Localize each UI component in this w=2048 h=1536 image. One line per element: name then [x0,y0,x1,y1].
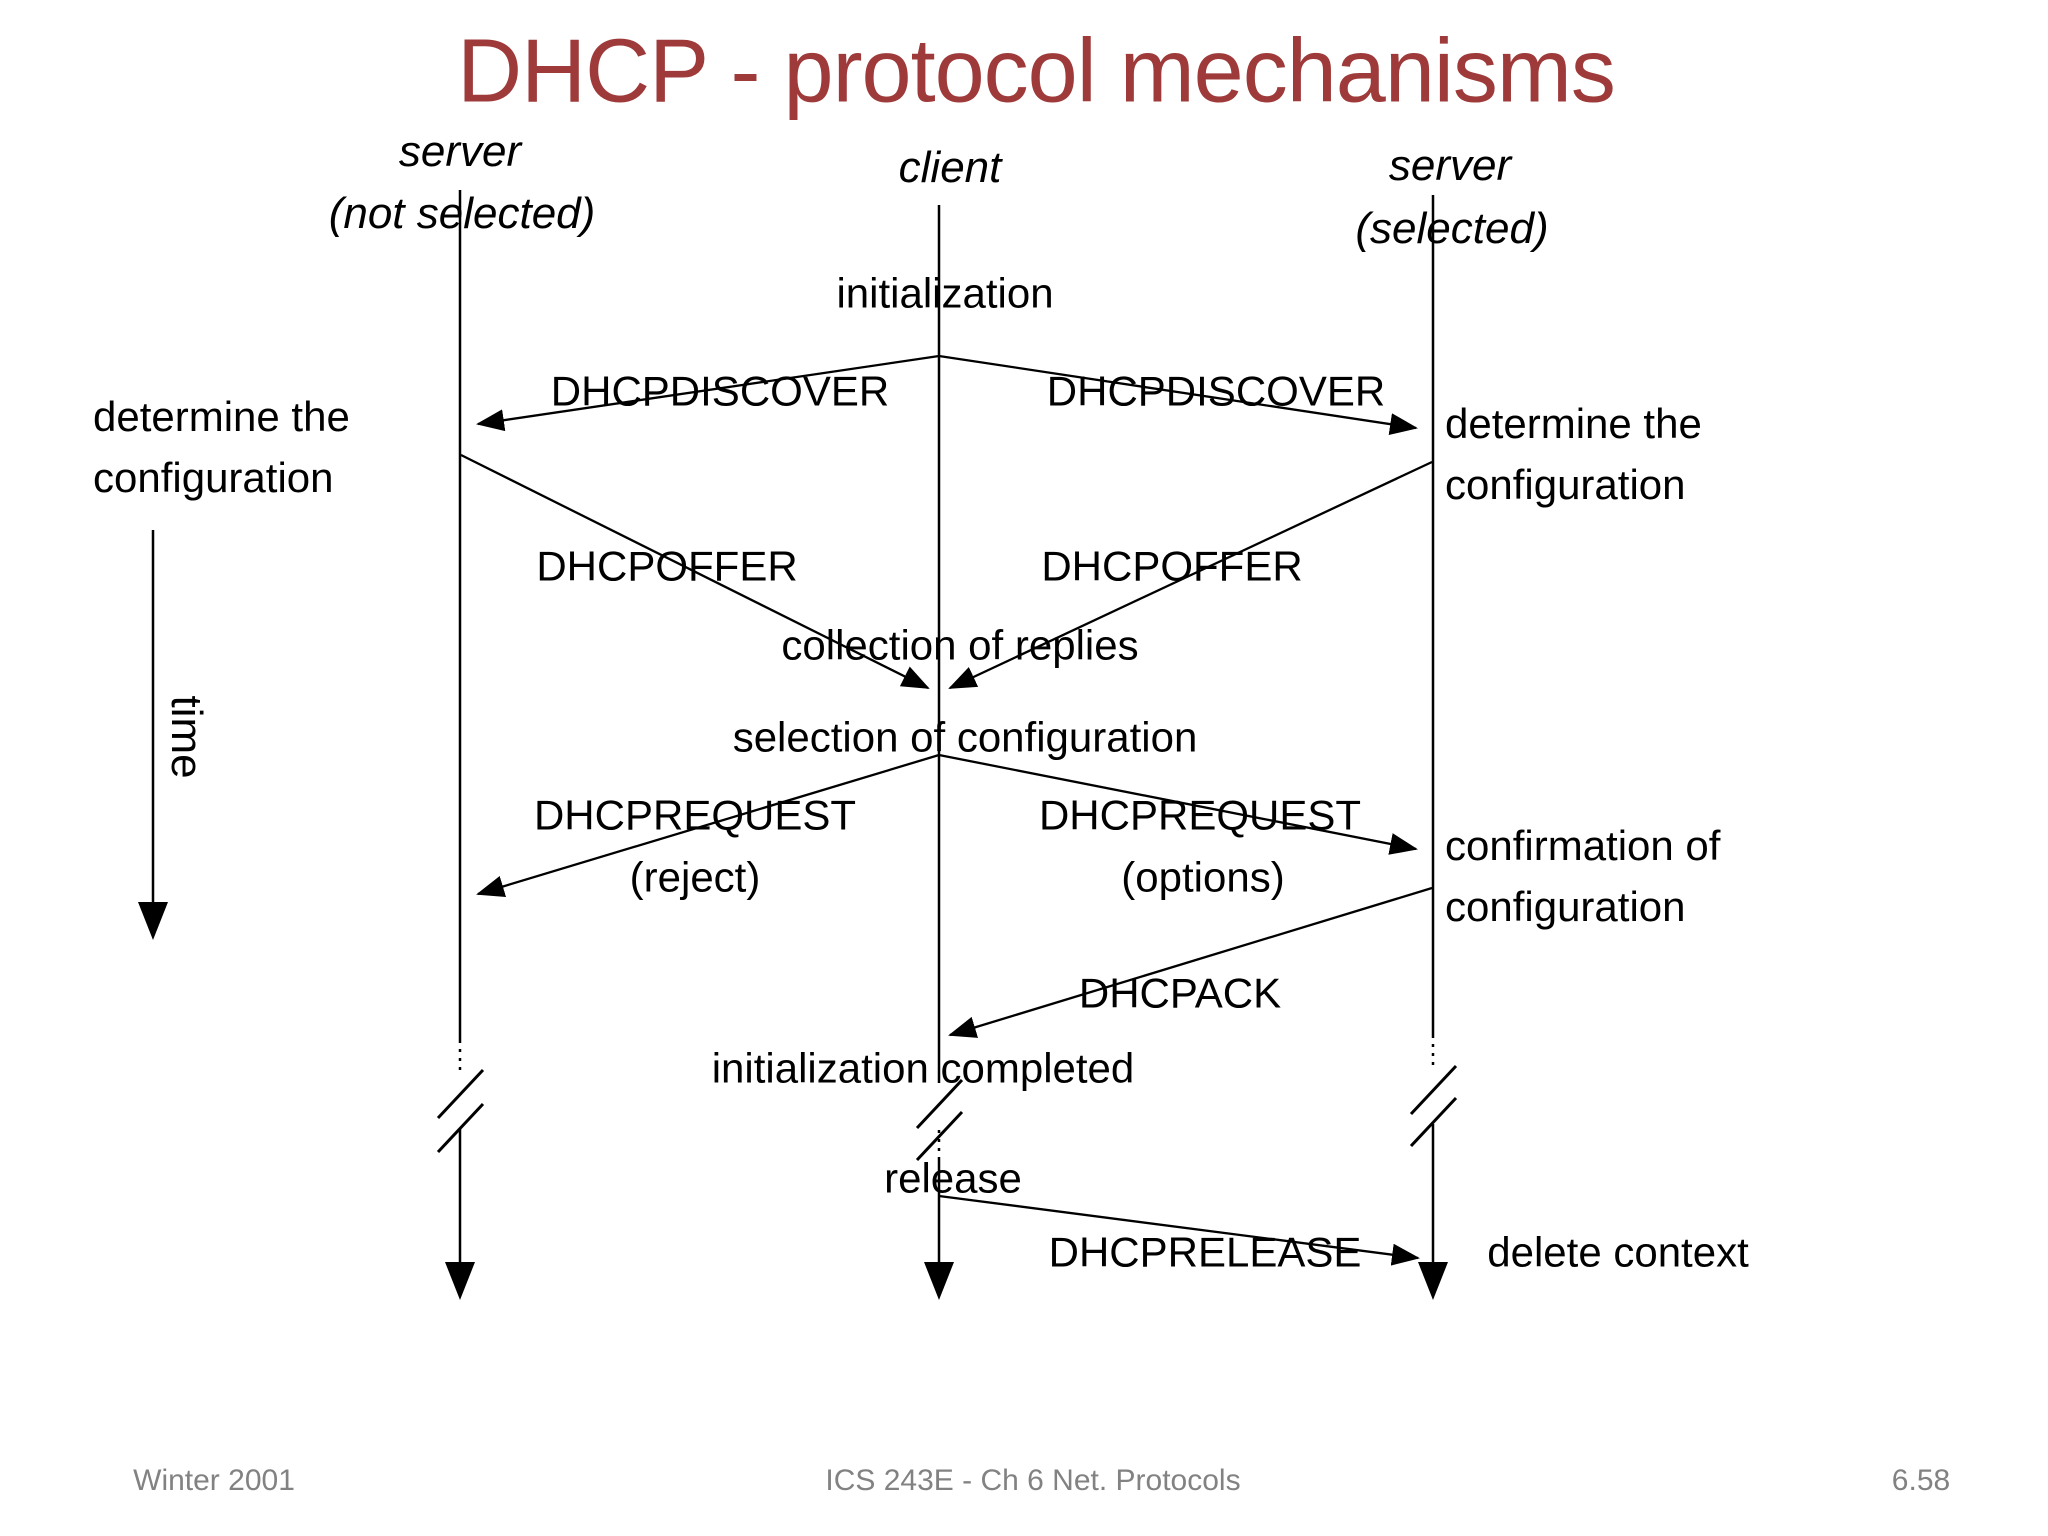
event-initialization: initialization [836,269,1054,317]
footer-semester: Winter 2001 [133,1464,295,1498]
time-axis-arrow [138,530,168,940]
message-dhcpoffer-left: DHCPOFFER [536,542,798,590]
event-release: release [884,1154,1022,1202]
message-dhcpoffer-right: DHCPOFFER [1041,542,1303,590]
actor-client-name: client [898,142,1002,192]
arrow-dhcpoffer-left [460,453,930,690]
message-dhcprequest-left: DHCPREQUEST [533,791,857,839]
arrow-dhcpoffer-right [948,460,1433,690]
actor-server-selected-name: server [1388,140,1512,190]
footer-course: ICS 243E - Ch 6 Net. Protocols [825,1464,1241,1498]
arrow-dhcpdiscover-left [476,354,940,432]
event-selection-of-configuration: selection of configuration [732,713,1198,761]
message-dhcprequest-right: DHCPREQUEST [1038,791,1362,839]
arrow-dhcprequest-right [938,753,1418,855]
message-dhcprequest-left-param: (reject) [629,853,761,901]
actor-server-not-selected-qualifier: (not selected) [328,188,596,238]
message-dhcpack: DHCPACK [1078,969,1282,1017]
actor-server-selected-qualifier: (selected) [1355,203,1549,253]
event-collection-of-replies: collection of replies [781,621,1139,669]
lifeline-server-not-selected [436,190,485,1300]
note-determine-configuration-left: determine the configuration [93,393,350,502]
note-confirmation-of-configuration: confirmation of configuration [1445,822,1721,931]
arrow-dhcprelease [938,1194,1420,1266]
arrow-dhcpdiscover-right [938,354,1418,435]
message-dhcprequest-right-param: (options) [1121,853,1285,901]
message-dhcpdiscover-left: DHCPDISCOVER [550,367,890,415]
slide-title: DHCP - protocol mechanisms [457,21,1616,122]
actor-server-not-selected-name: server [398,126,522,176]
lifeline-client [915,205,964,1300]
note-determine-configuration-right: determine the configuration [1445,400,1702,509]
lifeline-server-selected [1409,195,1458,1300]
event-initialization-completed: initialization completed [711,1044,1135,1092]
message-dhcpdiscover-right: DHCPDISCOVER [1046,367,1386,415]
note-delete-context: delete context [1487,1228,1749,1276]
time-axis-label: time [162,695,212,779]
message-dhcprelease: DHCPRELEASE [1048,1228,1362,1276]
arrow-dhcpack [948,886,1433,1038]
footer-slide-number: 6.58 [1891,1464,1951,1498]
arrow-dhcprequest-left [476,753,940,898]
